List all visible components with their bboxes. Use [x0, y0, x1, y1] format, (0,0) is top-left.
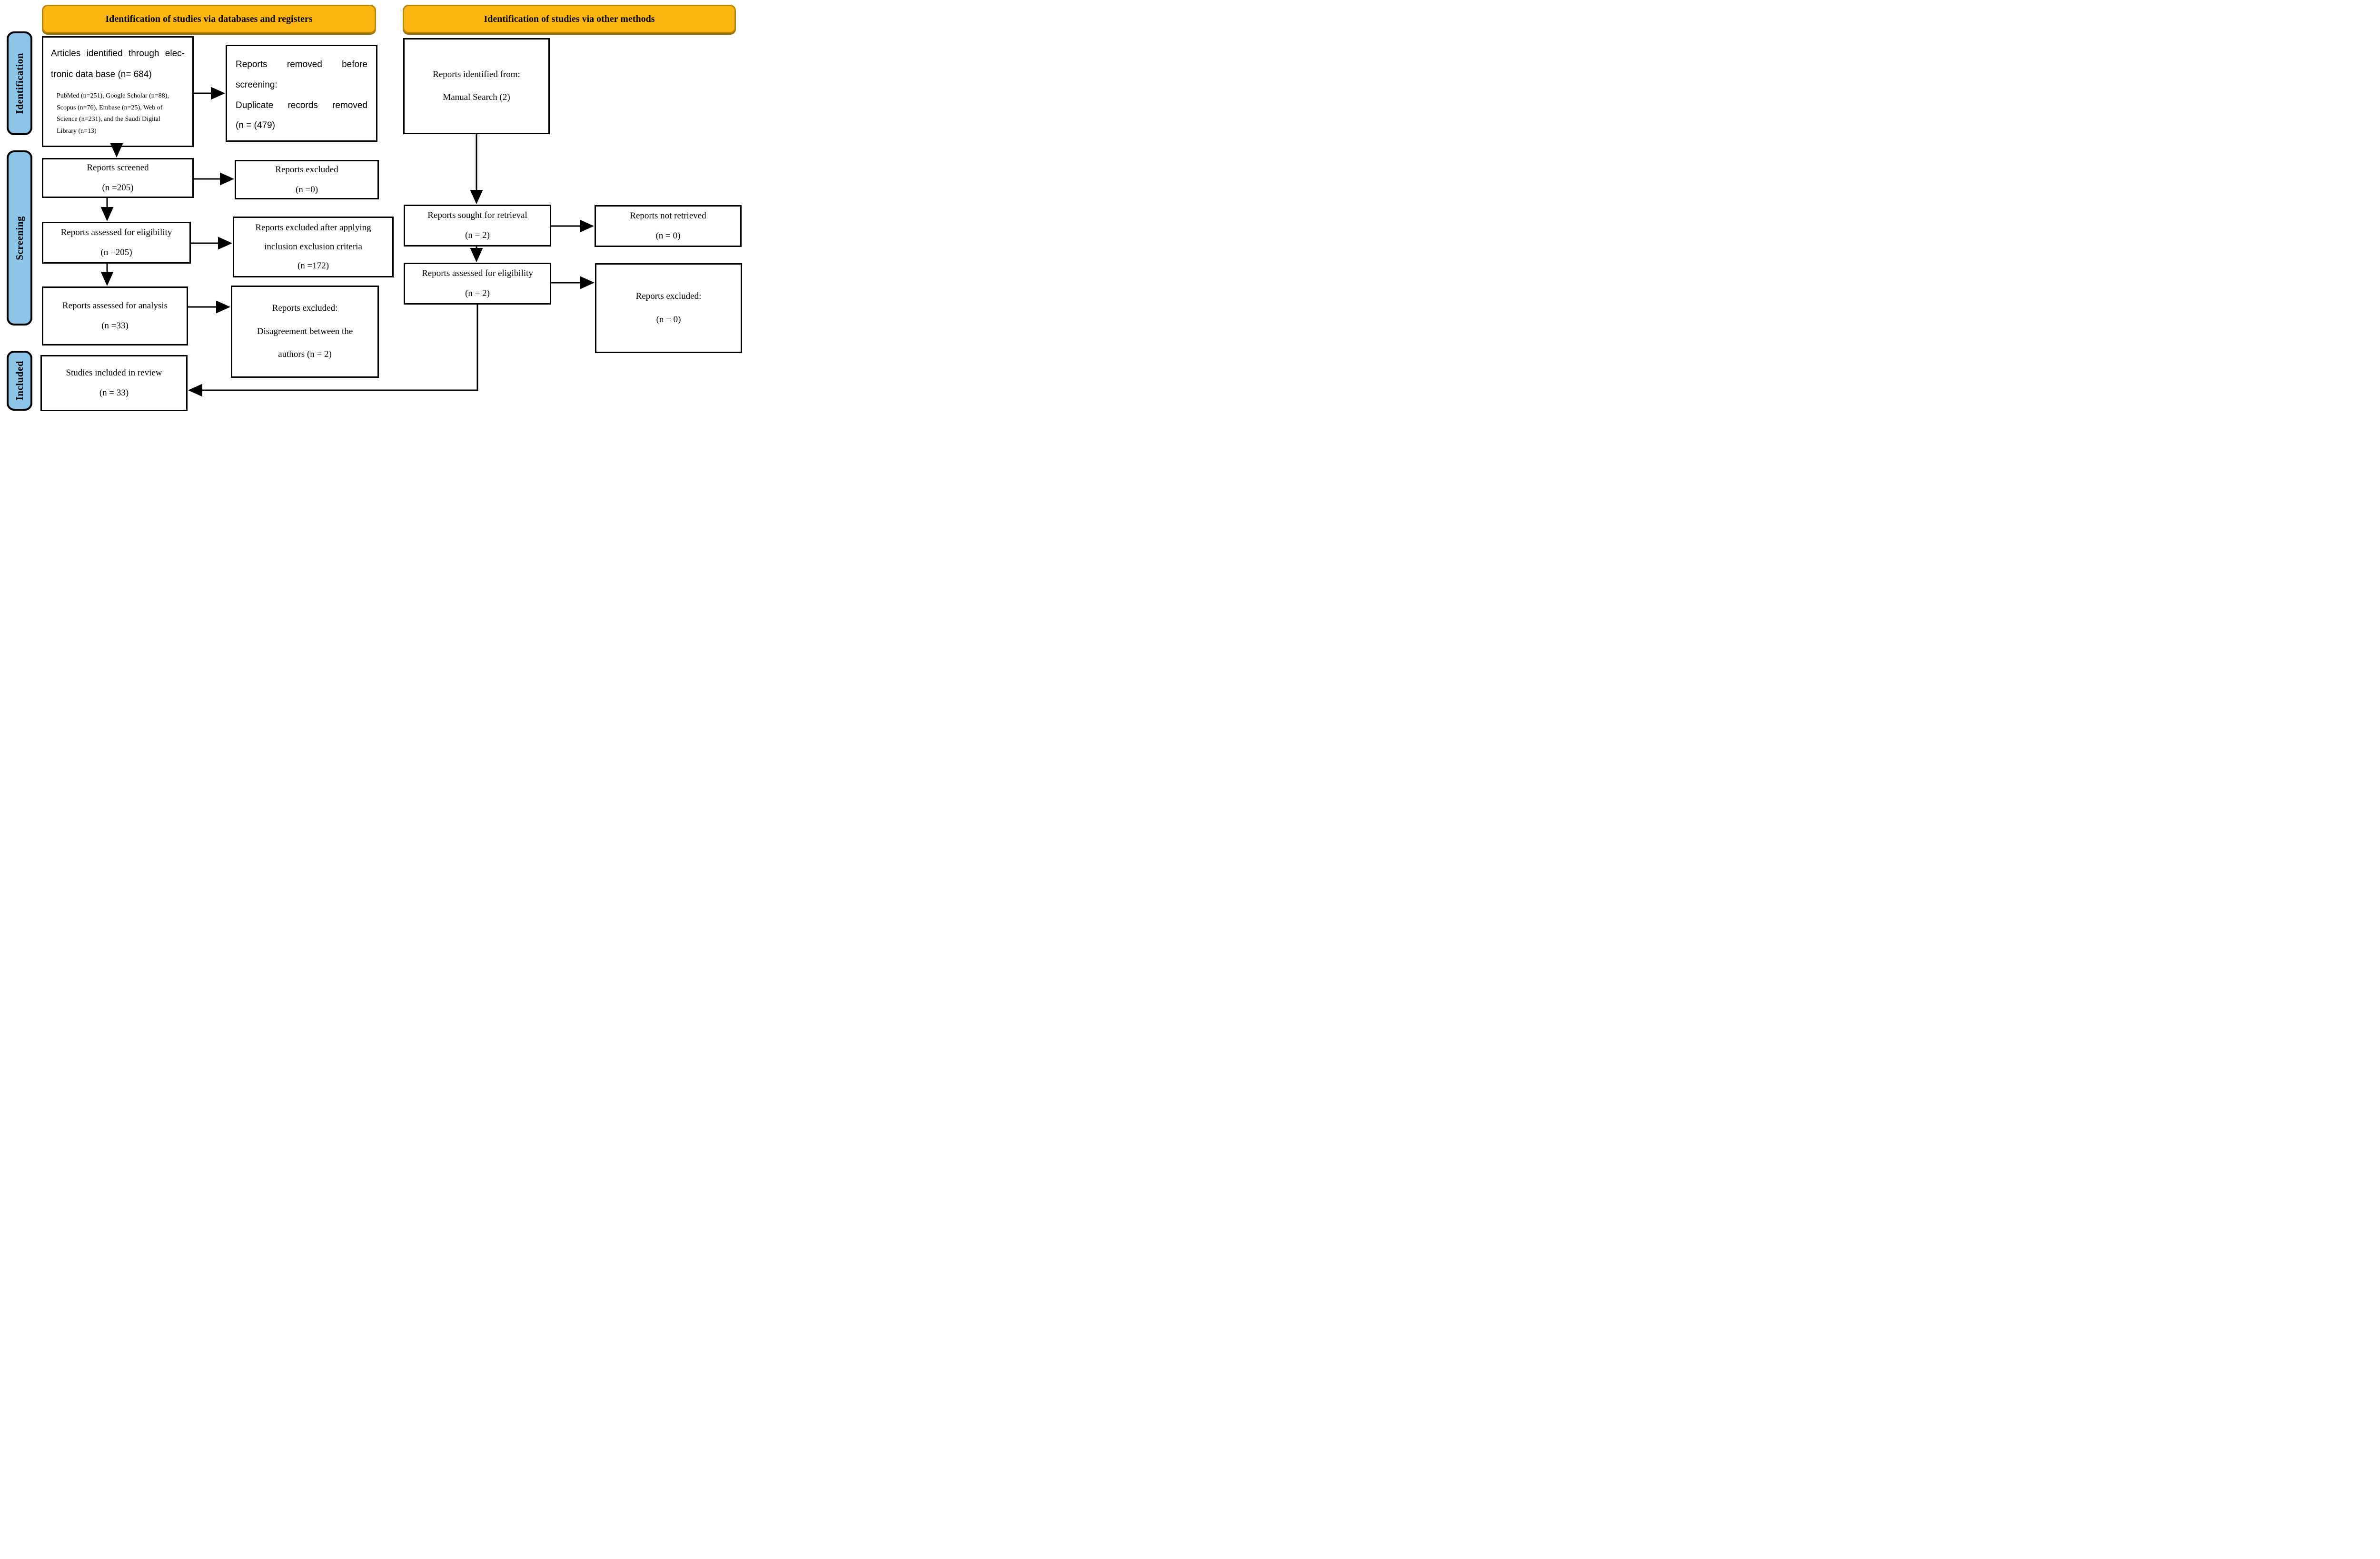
box-manual-search: Reports identified from: Manual Search (…	[403, 38, 550, 134]
not-retrieved-line2: (n = 0)	[655, 231, 681, 241]
stage-included: Included	[7, 351, 32, 411]
box-articles-identified: Articles identified through elec- tronic…	[42, 36, 194, 147]
stage-identification: Identification	[7, 31, 32, 135]
box-assessed-eligibility: Reports assessed for eligibility (n =205…	[42, 222, 191, 264]
manual-line2: Manual Search (2)	[443, 92, 510, 102]
screened-line2: (n =205)	[102, 183, 134, 193]
analysis-line2: (n =33)	[101, 321, 129, 331]
banner-databases-registers-label: Identification of studies via databases …	[105, 13, 313, 24]
screened-line1: Reports screened	[87, 163, 149, 173]
banner-databases-registers: Identification of studies via databases …	[42, 5, 376, 33]
included-line1: Studies included in review	[66, 368, 162, 378]
box-excluded-other: Reports excluded: (n = 0)	[595, 263, 742, 353]
banner-other-methods-label: Identification of studies via other meth…	[484, 13, 655, 24]
articles-line2: tronic data base (n= 684)	[51, 69, 152, 79]
manual-line1: Reports identified from:	[433, 69, 520, 79]
removed-line1: Reports removed before	[236, 59, 367, 69]
eligibility-other-line2: (n = 2)	[465, 288, 490, 298]
excluded-screening-line2: (n =0)	[295, 184, 318, 195]
sought-line2: (n = 2)	[465, 230, 490, 240]
analysis-line1: Reports assessed for analysis	[62, 301, 168, 311]
removed-line2: screening:	[236, 79, 278, 90]
disagreement-line3: authors (n = 2)	[278, 349, 332, 360]
removed-line4: (n = (479)	[236, 120, 275, 131]
stage-included-label: Included	[13, 361, 25, 401]
excluded-criteria-line1: Reports excluded after applying	[255, 223, 371, 233]
box-studies-included: Studies included in review (n = 33)	[40, 355, 188, 411]
removed-line3: Duplicate records removed	[236, 100, 367, 110]
disagreement-line1: Reports excluded:	[272, 303, 338, 314]
prisma-flow-diagram: { "headers": { "databases": "Identificat…	[0, 0, 746, 417]
stage-screening-label: Screening	[13, 216, 25, 260]
box-reports-excluded-screening: Reports excluded (n =0)	[235, 160, 379, 199]
stage-identification-label: Identification	[13, 52, 25, 114]
excluded-other-line2: (n = 0)	[656, 314, 681, 325]
articles-line1: Articles identified through elec-	[51, 49, 185, 59]
disagreement-line2: Disagreement between the	[257, 326, 353, 336]
excluded-criteria-line3: (n =172)	[297, 260, 329, 271]
banner-other-methods: Identification of studies via other meth…	[403, 5, 736, 33]
not-retrieved-line1: Reports not retrieved	[630, 211, 706, 221]
articles-sources: PubMed (n=251), Google Scholar (n=88), S…	[57, 92, 169, 135]
excluded-other-line1: Reports excluded:	[635, 291, 702, 302]
box-excluded-criteria: Reports excluded after applying inclusio…	[233, 217, 394, 277]
box-reports-screened: Reports screened (n =205)	[42, 158, 194, 198]
stage-screening: Screening	[7, 150, 32, 326]
eligibility-line1: Reports assessed for eligibility	[60, 227, 172, 238]
excluded-screening-line1: Reports excluded	[275, 164, 338, 175]
box-not-retrieved: Reports not retrieved (n = 0)	[595, 205, 742, 247]
box-removed-before-screening: Reports removed before screening: Duplic…	[226, 45, 377, 142]
box-assessed-analysis: Reports assessed for analysis (n =33)	[42, 286, 188, 345]
box-eligibility-other: Reports assessed for eligibility (n = 2)	[404, 263, 551, 305]
box-excluded-disagreement: Reports excluded: Disagreement between t…	[231, 286, 379, 378]
eligibility-other-line1: Reports assessed for eligibility	[422, 268, 533, 279]
sought-line1: Reports sought for retrieval	[427, 210, 527, 221]
eligibility-line2: (n =205)	[100, 247, 132, 257]
box-sought-retrieval: Reports sought for retrieval (n = 2)	[404, 205, 551, 247]
included-line2: (n = 33)	[99, 388, 129, 398]
excluded-criteria-line2: inclusion exclusion criteria	[264, 242, 362, 252]
